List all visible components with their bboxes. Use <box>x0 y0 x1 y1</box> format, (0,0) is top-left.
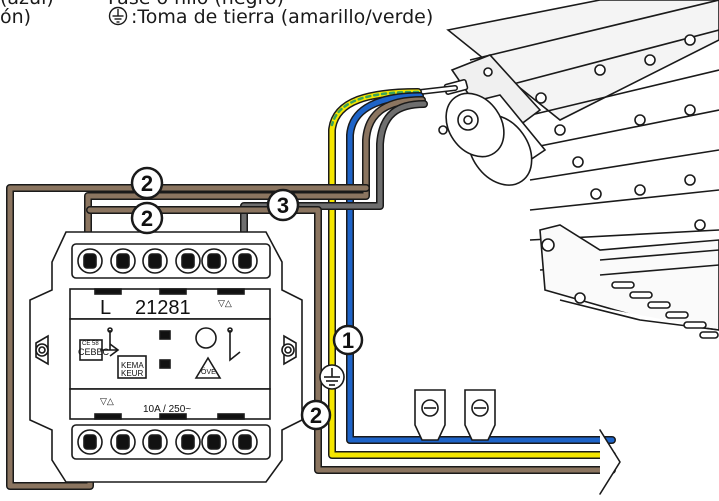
legend-earth-label: :Toma de tierra (amarillo/verde) <box>131 6 434 28</box>
cable-end <box>599 429 621 495</box>
legend-earth: :Toma de tierra (amarillo/verde) <box>108 6 433 28</box>
callout-3-circle <box>266 188 300 222</box>
callout-2b: 2 <box>141 206 153 231</box>
connector-right <box>464 389 496 441</box>
callouts <box>130 166 364 431</box>
callout-1: 1 <box>342 328 354 353</box>
kema-mark: KEMA <box>121 361 144 370</box>
motor-shutter-assembly <box>438 0 719 339</box>
connector-left <box>414 389 446 441</box>
switch-module <box>29 231 303 483</box>
earth-symbol-icon <box>319 364 345 390</box>
motor-unit <box>438 54 547 186</box>
top-terminals <box>71 243 271 279</box>
callout-1-circle <box>332 324 364 356</box>
mount-screw-right <box>281 334 297 366</box>
cebec-code: CE 58 <box>82 341 99 347</box>
callout-2c: 2 <box>310 403 322 428</box>
legend-left-fragment: ón) <box>0 6 32 28</box>
legend-neutral-text: (azul) <box>0 0 54 9</box>
callout-2b-circle <box>130 201 164 235</box>
switch-model-number: 21281 <box>135 297 191 319</box>
callout-2a-circle <box>130 166 164 200</box>
callout-labels: 1 2 2 2 3 <box>141 171 354 428</box>
ovde-mark: ÖVE <box>201 368 216 376</box>
kema-sub: KEUR <box>121 369 143 378</box>
switch-code-letter: L <box>100 297 111 319</box>
callout-2c-circle <box>300 399 332 431</box>
terminal-connectors <box>414 389 496 441</box>
mount-screw-left <box>35 334 49 366</box>
callout-3: 3 <box>277 193 289 218</box>
cebec-mark: CEBEC <box>78 347 110 357</box>
bottom-terminals <box>71 424 271 460</box>
switch-rating: 10A / 250~ <box>143 404 191 415</box>
arrow-up-down-symbol: ▽△ <box>218 298 232 308</box>
shutter-rail <box>446 0 719 339</box>
legend-phase-text: Fase o hilo (negro) <box>108 0 284 9</box>
switch-labels: L 21281 10A / 250~ CEBEC CE 58 KEMA KEUR… <box>78 297 232 415</box>
arrow-down-up-symbol: ▽△ <box>100 396 114 406</box>
earth-legend-icon <box>108 6 128 26</box>
callout-2a: 2 <box>141 171 153 196</box>
